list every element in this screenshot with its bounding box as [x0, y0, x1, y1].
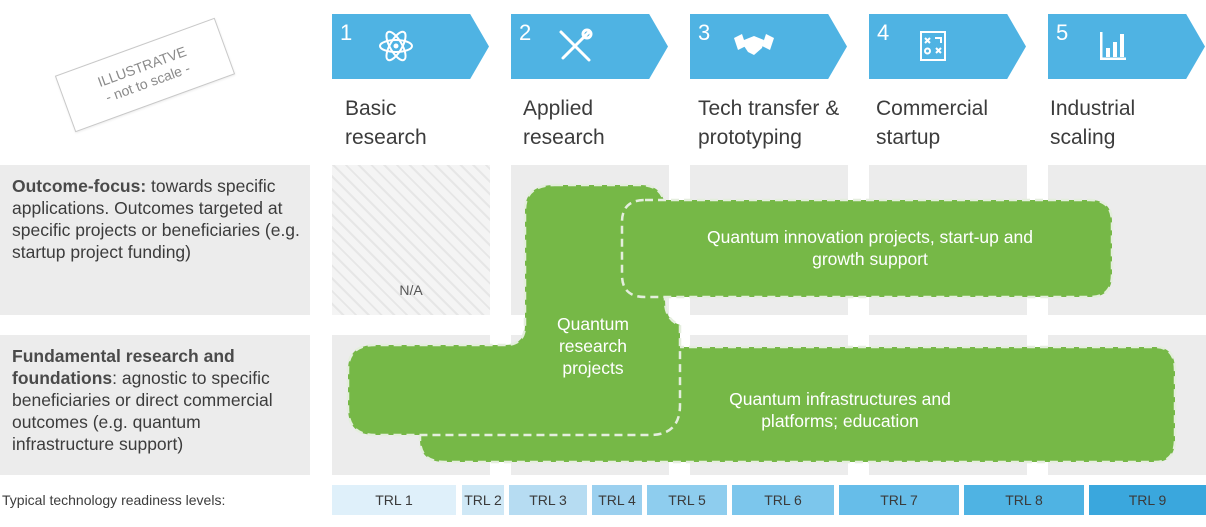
tools-icon: [559, 28, 593, 62]
research-blob: [346, 183, 682, 437]
outcome-focus-description: Outcome-focus: towards specific applicat…: [0, 165, 310, 315]
stage-number: 3: [698, 20, 711, 45]
trl-4: TRL 4: [592, 485, 642, 515]
trl-3: TRL 3: [509, 485, 587, 515]
stage-3-label: Tech transfer & prototyping: [698, 97, 840, 149]
stage-number: 4: [877, 20, 890, 45]
research-blob-label: Quantum research projects: [557, 314, 629, 378]
outcome-focus-heading: Outcome-focus:: [12, 176, 147, 196]
trl-2: TRL 2: [462, 485, 504, 515]
stage-1-chevron: 1: [332, 14, 489, 79]
stage-4-label: Commercial startup: [876, 97, 989, 149]
stage-number: 2: [519, 20, 532, 45]
na-label: N/A: [399, 282, 423, 298]
trl-6: TRL 6: [732, 485, 834, 515]
stage-4-chevron: 4: [869, 14, 1026, 79]
stage-1-label: Basic research: [345, 97, 427, 149]
fundamental-research-text: : agnostic to specific beneficiaries or …: [12, 368, 273, 454]
fundamental-research-heading: Fundamental research and foundations: [12, 346, 235, 388]
bar-chart-icon: [1100, 32, 1126, 60]
stage-5-label: Industrial scaling: [1050, 97, 1136, 149]
trl-5: TRL 5: [647, 485, 727, 515]
basic-research-outcome-cell: [332, 165, 490, 315]
strategy-board-icon: [920, 31, 946, 61]
outcome-focus-text: towards specific applications. Outcomes …: [12, 176, 300, 262]
handshake-icon: [734, 34, 774, 55]
stage-number: 1: [340, 20, 353, 45]
trl-7: TRL 7: [839, 485, 959, 515]
infrastructure-blob-label: Quantum infrastructures and platforms; e…: [729, 389, 951, 431]
stage-2-chevron: 2: [511, 14, 668, 79]
trl-9: TRL 9: [1089, 485, 1206, 515]
trl-1: TRL 1: [332, 485, 456, 515]
trl-8: TRL 8: [964, 485, 1084, 515]
fundamental-research-description: Fundamental research and foundations: ag…: [0, 335, 310, 475]
trl-caption: Typical technology readiness levels:: [2, 492, 226, 508]
stage-number: 5: [1056, 20, 1069, 45]
atom-icon: [379, 30, 413, 62]
stage-3-chevron: 3: [690, 14, 847, 79]
stage-5-chevron: 5: [1048, 14, 1205, 79]
innovation-blob: [620, 198, 1114, 299]
stage-2-label: Applied research: [523, 97, 605, 149]
innovation-blob-label: Quantum innovation projects, start-up an…: [707, 227, 1033, 269]
